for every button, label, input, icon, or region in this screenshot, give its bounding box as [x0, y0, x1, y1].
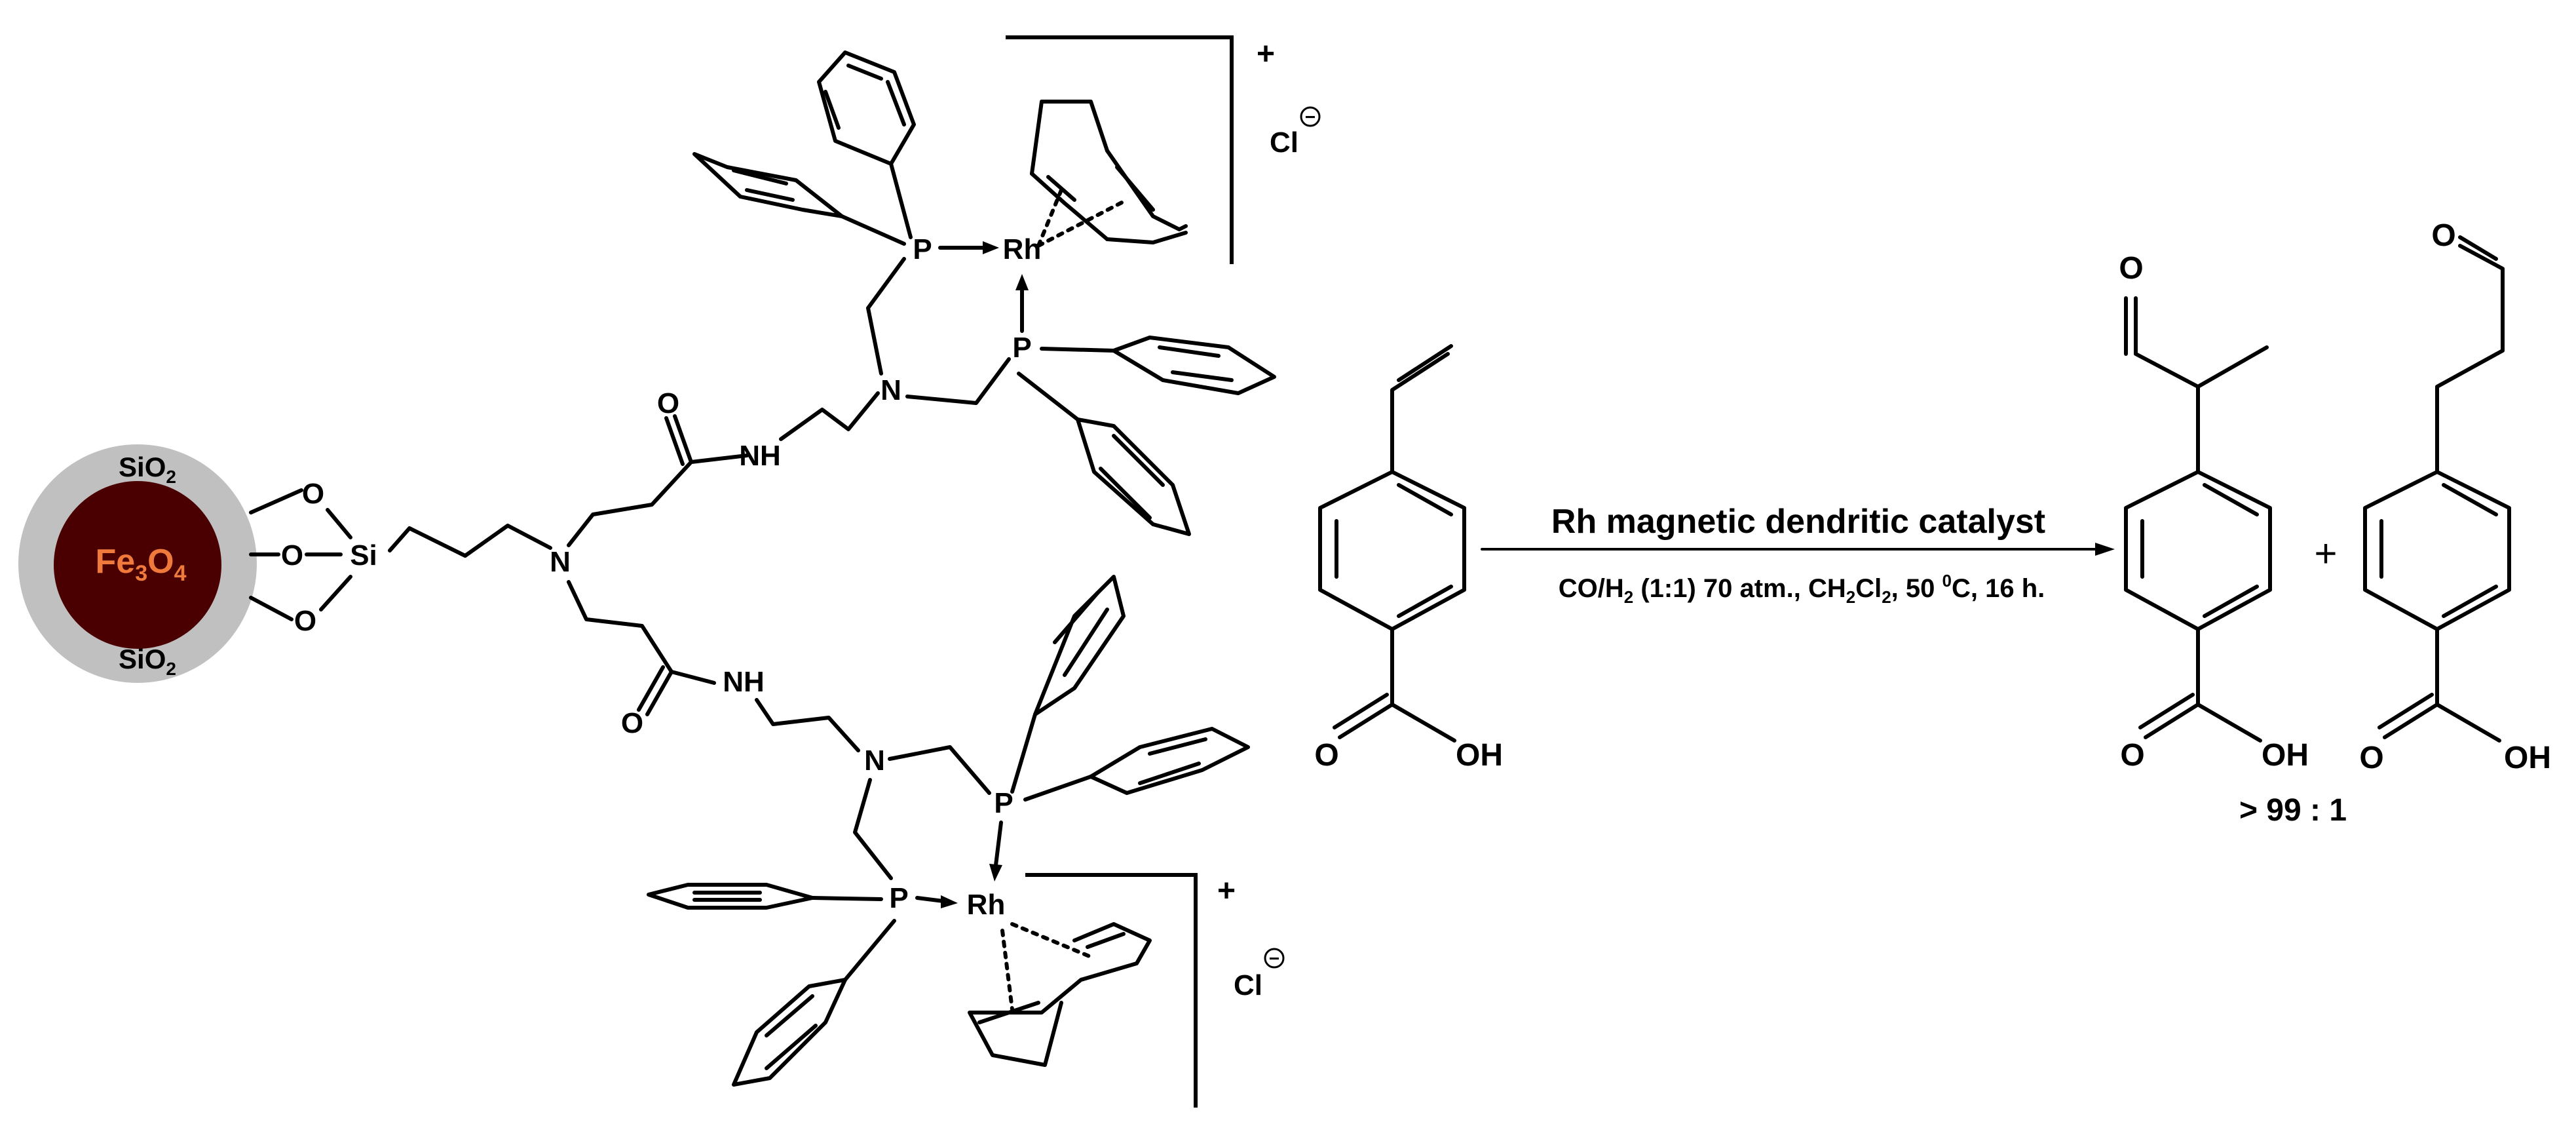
aldehyde-oxygen: O [2119, 251, 2143, 286]
iron-oxide-core [54, 481, 221, 649]
silica-label-bottom: SiO2 [119, 644, 176, 679]
acid-carbonyl-oxygen: O [2120, 738, 2144, 773]
amine-nitrogen: N [864, 745, 885, 777]
selectivity-ratio: > 99 : 1 [2239, 793, 2347, 828]
complex-charge: + [1257, 37, 1275, 71]
hydroxyl-group: OH [2262, 738, 2309, 773]
siloxane-anchor: O O O Si N [249, 478, 571, 637]
silicon-atom: Si [350, 539, 377, 571]
lower-dendritic-arm: O NH N P P Rh [567, 575, 1285, 1108]
oxygen-atom: O [281, 539, 303, 571]
oxygen-atom: O [294, 605, 316, 637]
aldehyde-oxygen: O [2431, 218, 2455, 253]
hydroxyl-group: OH [2504, 741, 2551, 775]
plus-sign: + [2314, 532, 2337, 575]
acid-carbonyl-oxygen: O [2359, 741, 2383, 775]
reaction-conditions: CO/H2 (1:1) 70 atm., CH2Cl2, 50 0C, 16 h… [1559, 571, 2045, 607]
core-label: Fe3O4 [96, 543, 187, 586]
counter-ion: Cl [1270, 126, 1298, 159]
phosphorus-atom: P [913, 233, 932, 265]
counter-ion: Cl [1234, 969, 1262, 1001]
counter-ion-charge: − [1269, 948, 1279, 969]
catalyst-label: Rh magnetic dendritic catalyst [1551, 503, 2045, 541]
branched-aldehyde-product: O O OH [2119, 251, 2309, 773]
amide-nh: NH [723, 666, 765, 698]
rhodium-atom: Rh [1003, 233, 1042, 265]
phosphorus-atom: P [1012, 332, 1031, 364]
rhodium-atom: Rh [967, 889, 1006, 921]
acid-carbonyl-oxygen: O [1314, 738, 1338, 773]
anion-charge-circle [1300, 106, 1321, 127]
silica-label-top: SiO2 [119, 452, 176, 487]
oxygen-atom: O [302, 478, 324, 510]
carbonyl-oxygen: O [621, 707, 643, 739]
upper-dendritic-arm: O NH N P P Rh [567, 35, 1321, 547]
magnetic-core-nanoparticle: SiO2 SiO2 Fe3O4 [18, 444, 257, 683]
core-nitrogen: N [550, 546, 571, 578]
substrate-vinylbenzoic-acid: O OH [1314, 344, 1503, 773]
phosphorus-atom: P [889, 882, 908, 914]
complex-charge: + [1217, 874, 1236, 908]
counter-ion-charge: − [1305, 107, 1316, 127]
phosphorus-atom: P [994, 787, 1013, 819]
hydroxyl-group: OH [1456, 738, 1503, 773]
linear-aldehyde-product: O O OH [2359, 218, 2551, 775]
anion-charge-circle [1264, 948, 1285, 969]
amine-nitrogen: N [881, 374, 901, 406]
amide-nh: NH [739, 440, 781, 472]
reaction-arrow: Rh magnetic dendritic catalyst CO/H2 (1:… [1481, 503, 2115, 607]
carbonyl-oxygen: O [657, 387, 679, 419]
